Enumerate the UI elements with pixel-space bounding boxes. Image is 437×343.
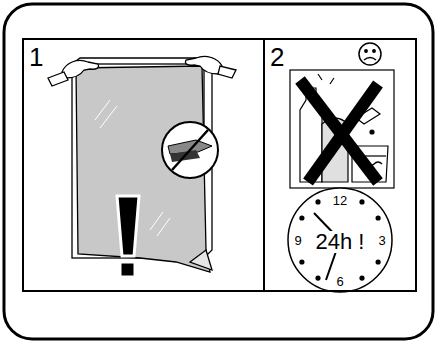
clock-dot — [299, 215, 304, 220]
exclamation-mark — [117, 196, 139, 277]
step-panel: 1 — [22, 38, 265, 292]
clock-dot — [315, 276, 320, 281]
clock-dot — [299, 259, 304, 264]
door-film-figure — [48, 56, 236, 272]
step-number: 2 — [270, 44, 284, 70]
clock-dot — [376, 259, 381, 264]
clock-dot — [359, 199, 364, 204]
no-cutter-sign — [162, 122, 218, 178]
clock-dot — [315, 199, 320, 204]
step-panel: 2 — [263, 38, 417, 292]
clock-dot — [376, 215, 381, 220]
sad-face — [359, 43, 381, 65]
outer-frame — [4, 4, 433, 339]
clock-number: 9 — [293, 234, 302, 247]
clock — [288, 188, 392, 292]
clock-number: 6 — [335, 275, 344, 288]
clock-number: 3 — [377, 234, 386, 247]
no-cleaners-figure — [290, 70, 394, 188]
clock-number: 12 — [332, 194, 348, 207]
duration-text: 24h ! — [315, 231, 366, 253]
step-number: 1 — [29, 44, 43, 70]
clock-dot — [359, 276, 364, 281]
